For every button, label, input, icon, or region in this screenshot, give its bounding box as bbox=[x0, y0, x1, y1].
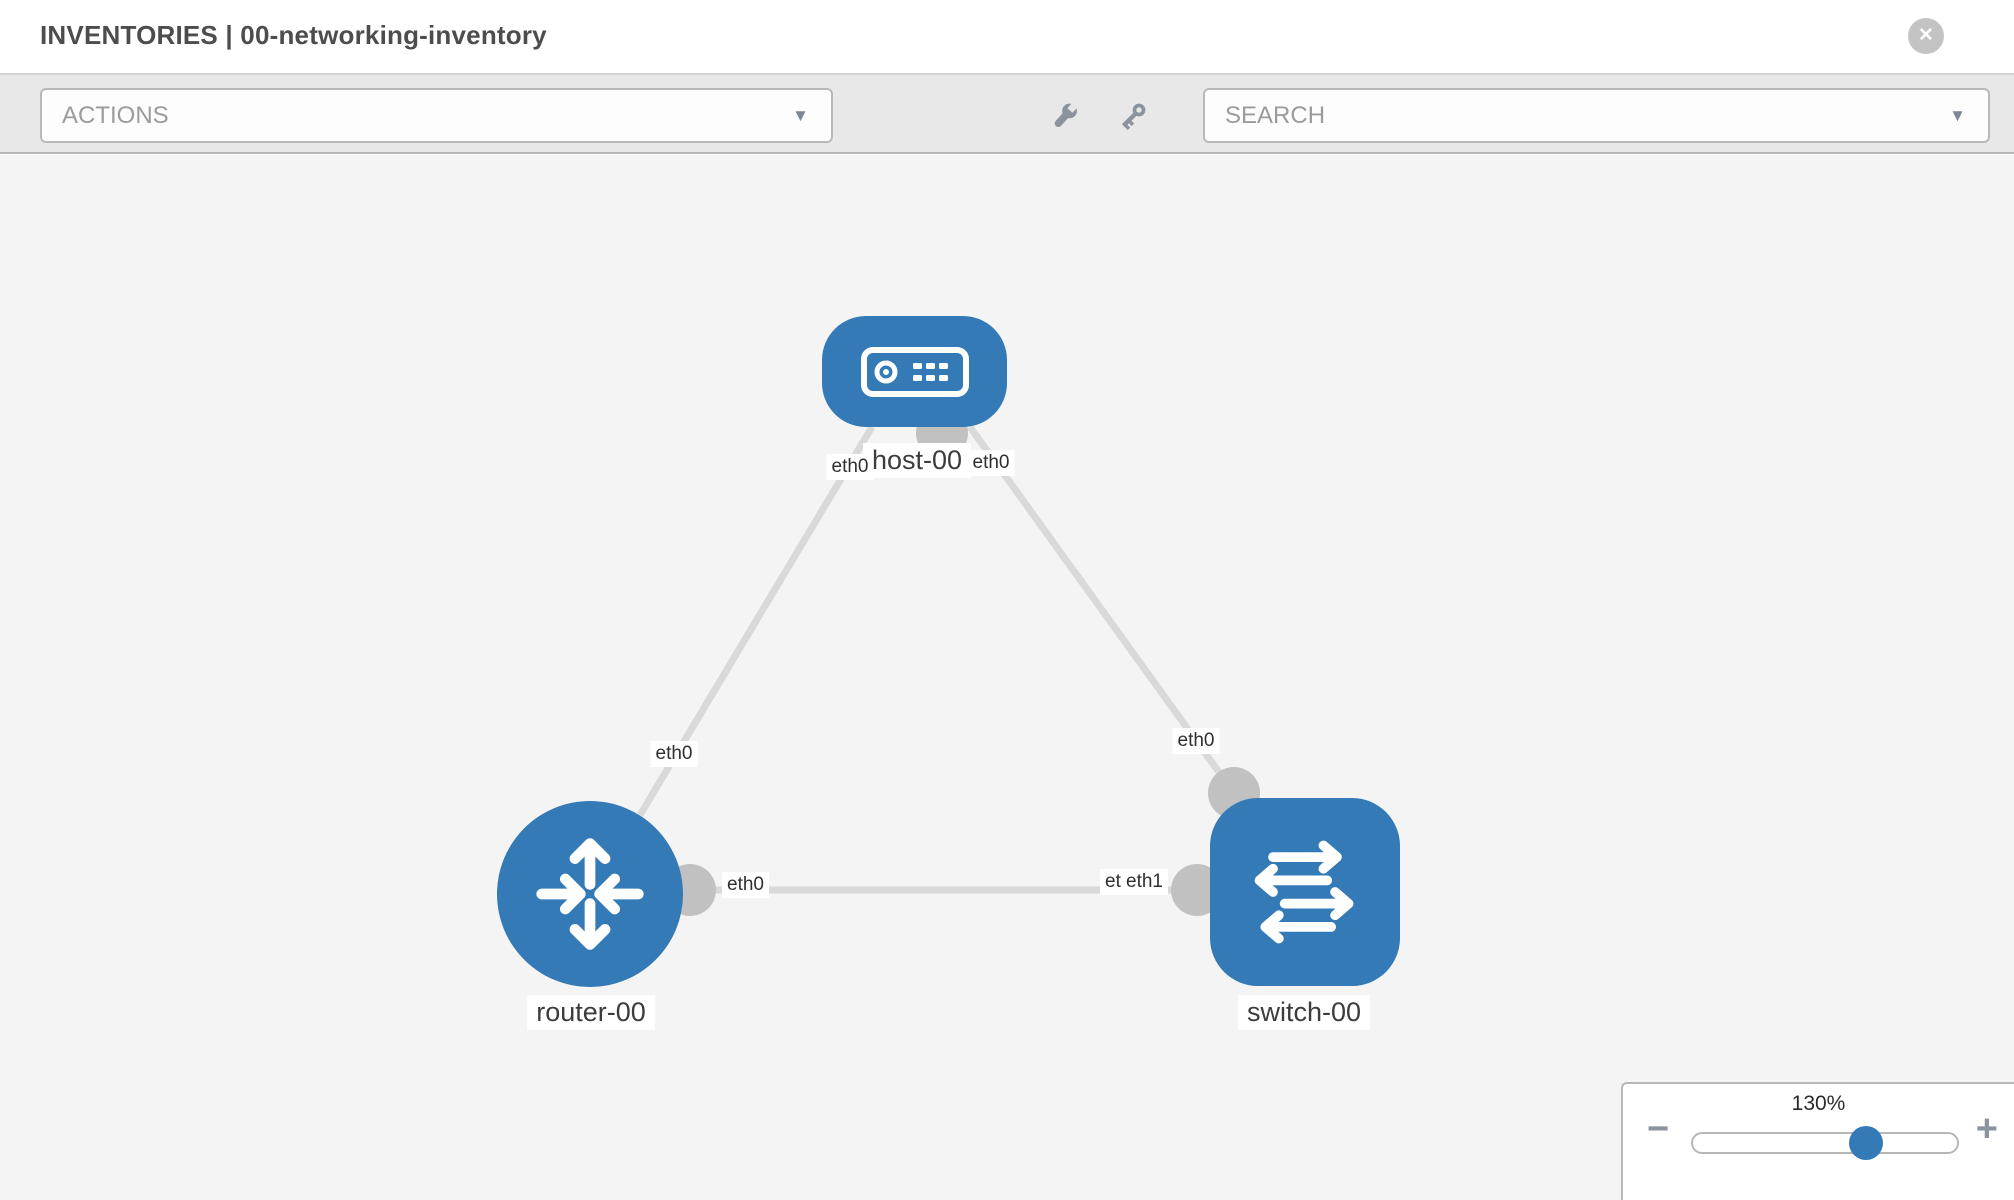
zoom-slider-handle[interactable] bbox=[1849, 1126, 1883, 1160]
node-host-00[interactable] bbox=[822, 316, 1007, 427]
close-icon[interactable]: ✕ bbox=[1908, 18, 1944, 54]
iface-label-host-right: eth0 bbox=[967, 450, 1015, 476]
wrench-icon[interactable] bbox=[1048, 99, 1082, 133]
host-icon bbox=[860, 346, 969, 397]
node-label-switch: switch-00 bbox=[1237, 995, 1371, 1030]
iface-label-switch-top: eth0 bbox=[1172, 728, 1220, 754]
node-switch-00[interactable] bbox=[1210, 798, 1400, 986]
page-title: INVENTORIES | 00-networking-inventory bbox=[40, 20, 547, 50]
switch-icon bbox=[1254, 840, 1354, 944]
iface-label-host-left: eth0 bbox=[826, 454, 874, 480]
actions-dropdown[interactable]: ACTIONS ▼ bbox=[40, 88, 833, 143]
actions-dropdown-label: ACTIONS bbox=[62, 102, 169, 129]
node-label-router: router-00 bbox=[527, 995, 655, 1030]
zoom-in-button[interactable]: + bbox=[1975, 1108, 1998, 1150]
iface-label-router-top: eth0 bbox=[650, 741, 698, 767]
chevron-down-icon: ▼ bbox=[1949, 106, 1966, 125]
links-layer bbox=[636, 407, 1260, 916]
router-icon bbox=[536, 838, 644, 950]
topology-canvas[interactable]: host-00 router-00 switch-00 eth0 eth0 et… bbox=[0, 155, 2014, 1200]
node-label-host: host-00 bbox=[862, 443, 972, 478]
key-icon[interactable] bbox=[1116, 99, 1150, 133]
search-dropdown-label: SEARCH bbox=[1225, 102, 1326, 129]
search-dropdown[interactable]: SEARCH ▼ bbox=[1203, 88, 1990, 143]
chevron-down-icon: ▼ bbox=[792, 106, 809, 125]
toolbar: ACTIONS ▼ SEARCH ▼ bbox=[0, 73, 2014, 154]
iface-label-router-right: eth0 bbox=[722, 872, 769, 898]
zoom-level-label: 130% bbox=[1791, 1092, 1846, 1115]
node-router-00[interactable] bbox=[497, 801, 683, 987]
zoom-panel: 130% − + bbox=[1621, 1082, 2014, 1200]
iface-label-switch-left-front: eth1 bbox=[1121, 869, 1168, 895]
header: INVENTORIES | 00-networking-inventory ✕ bbox=[0, 0, 2014, 73]
zoom-slider-track[interactable] bbox=[1691, 1126, 1959, 1160]
zoom-out-button[interactable]: − bbox=[1647, 1108, 1670, 1150]
